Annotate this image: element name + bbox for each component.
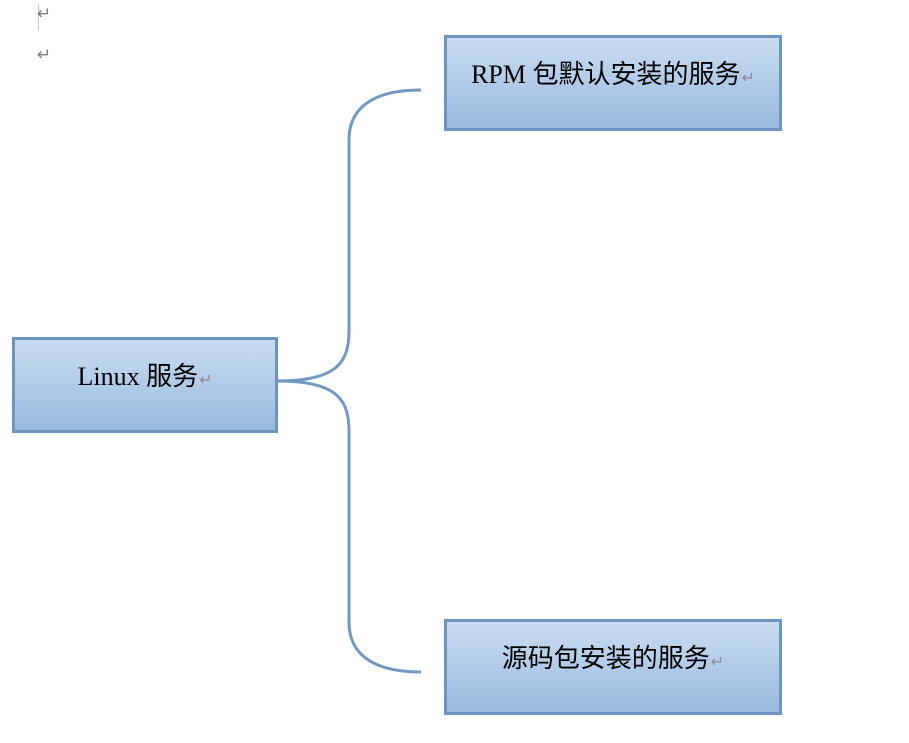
node-label: RPM 包默认安装的服务 — [471, 60, 741, 89]
text-cursor — [38, 4, 39, 30]
connector-to-bottom-node — [277, 379, 422, 674]
connector-to-top-node — [277, 88, 422, 383]
paragraph-mark: ↵ — [37, 45, 52, 65]
paragraph-mark: ↵ — [741, 68, 755, 87]
node-label: Linux 服务 — [77, 362, 199, 391]
node-source-package-services[interactable]: 源码包安装的服务↵ — [444, 619, 782, 715]
paragraph-mark: ↵ — [710, 652, 725, 671]
node-linux-services[interactable]: Linux 服务↵ — [12, 337, 278, 433]
node-rpm-default-services[interactable]: RPM 包默认安装的服务↵ — [444, 35, 782, 131]
paragraph-mark: ↵ — [37, 4, 52, 24]
node-label: 源码包安装的服务 — [501, 644, 710, 673]
paragraph-mark: ↵ — [199, 370, 213, 389]
